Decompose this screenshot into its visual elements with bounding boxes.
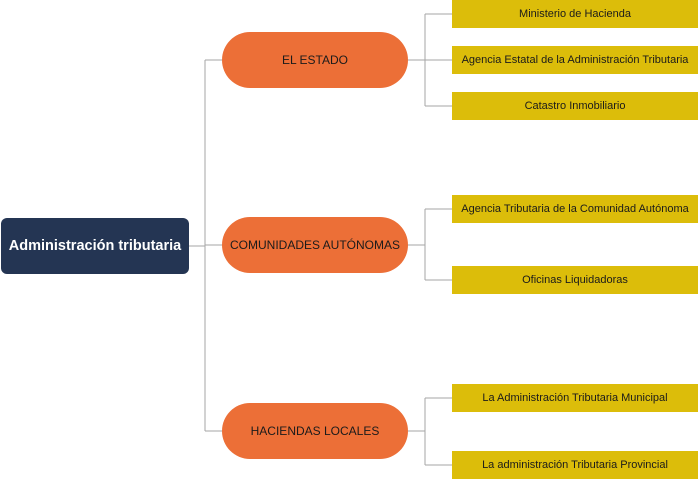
leaf-node-oficinas: Oficinas Liquidadoras bbox=[452, 266, 698, 294]
leaf-node-ministerio: Ministerio de Hacienda bbox=[452, 0, 698, 28]
leaf-node-municipal: La Administración Tributaria Municipal bbox=[452, 384, 698, 412]
leaf-node-agencia-estatal: Agencia Estatal de la Administración Tri… bbox=[452, 46, 698, 74]
leaf-node-provincial: La administración Tributaria Provincial bbox=[452, 451, 698, 479]
root-node: Administración tributaria bbox=[1, 218, 189, 274]
branch-node-comunidades: COMUNIDADES AUTÓNOMAS bbox=[222, 217, 408, 273]
branch-node-estado: EL ESTADO bbox=[222, 32, 408, 88]
branch-node-haciendas: HACIENDAS LOCALES bbox=[222, 403, 408, 459]
leaf-node-agencia-autonoma: Agencia Tributaria de la Comunidad Autón… bbox=[452, 195, 698, 223]
leaf-node-catastro: Catastro Inmobiliario bbox=[452, 92, 698, 120]
